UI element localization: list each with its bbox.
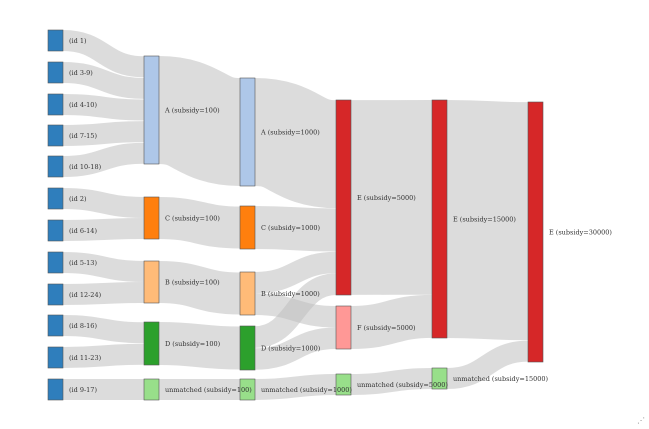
node-B1000[interactable]: [239, 271, 256, 316]
link-id3-to-A100[interactable]: [62, 62, 145, 99]
node-label-id12: (id 12-24): [69, 291, 102, 299]
link-id4-to-A100[interactable]: [62, 94, 145, 121]
node-B100[interactable]: [143, 260, 160, 304]
link-A1000-to-E5000[interactable]: [252, 78, 339, 209]
link-B1000-to-E5000[interactable]: [254, 251, 337, 294]
link-C1000-to-E5000[interactable]: [254, 206, 337, 252]
link-D100-to-D1000[interactable]: [158, 322, 241, 370]
node-D100[interactable]: [143, 321, 160, 366]
link-id10-to-A100[interactable]: [62, 142, 145, 177]
link-U15000-to-E30000[interactable]: [446, 340, 529, 389]
node-label-D1000: D (subsidy=1000): [261, 345, 321, 353]
node-label-C1000: C (subsidy=1000): [261, 224, 320, 232]
node-label-id10: (id 10-18): [69, 163, 102, 171]
node-U15000[interactable]: [431, 367, 448, 390]
node-id7[interactable]: [47, 124, 64, 147]
link-F5000-to-E15000[interactable]: [350, 294, 433, 349]
node-D1000[interactable]: [239, 325, 256, 371]
node-A1000[interactable]: [239, 77, 256, 187]
node-label-id5: (id 5-13): [69, 259, 97, 267]
node-E5000[interactable]: [335, 99, 352, 296]
link-id8-to-D100[interactable]: [62, 315, 145, 344]
node-label-id3: (id 3-9): [69, 69, 93, 77]
node-label-E15000: E (subsidy=15000): [453, 216, 516, 224]
node-label-id6: (id 6-14): [69, 227, 97, 235]
node-id12[interactable]: [47, 283, 64, 306]
resize-grip-icon[interactable]: ⋰: [637, 416, 645, 425]
node-C100[interactable]: [143, 196, 160, 240]
node-label-id11: (id 11-23): [69, 354, 102, 362]
node-id8[interactable]: [47, 314, 64, 337]
link-id1-to-A100[interactable]: [62, 30, 145, 78]
node-id9[interactable]: [47, 378, 64, 401]
node-label-id8: (id 8-16): [69, 322, 97, 330]
node-label-U15000: unmatched (subsidy=15000): [453, 375, 549, 383]
node-label-F5000: F (subsidy=5000): [357, 324, 416, 332]
node-id10[interactable]: [47, 155, 64, 178]
node-id3[interactable]: [47, 61, 64, 84]
sankey-links: [62, 30, 529, 401]
node-label-U5000: unmatched (subsidy=5000): [357, 381, 448, 389]
node-label-B1000: B (subsidy=1000): [261, 290, 320, 298]
link-D1000-to-F5000[interactable]: [254, 327, 337, 370]
node-label-E5000: E (subsidy=5000): [357, 194, 416, 202]
node-label-B100: B (subsidy=100): [165, 279, 220, 287]
node-F5000[interactable]: [335, 305, 352, 350]
node-U1000[interactable]: [239, 378, 256, 401]
node-id1[interactable]: [47, 29, 64, 52]
node-label-A100: A (subsidy=100): [164, 107, 220, 115]
link-E15000-to-E30000[interactable]: [446, 100, 529, 341]
sankey-labels: (id 1) (id 3-9) (id 4-10) (id 7-15) (id 10-1…: [69, 37, 612, 394]
node-id5[interactable]: [47, 251, 64, 274]
node-id6[interactable]: [47, 219, 64, 242]
node-id2[interactable]: [47, 187, 64, 210]
link-D1000-to-E5000[interactable]: [253, 273, 338, 348]
link-B100-to-B1000[interactable]: [158, 261, 241, 315]
link-id2-to-C100[interactable]: [62, 188, 145, 218]
node-label-E30000: E (subsidy=30000): [549, 229, 612, 237]
node-U5000[interactable]: [335, 373, 352, 396]
node-E30000[interactable]: [527, 101, 544, 363]
node-id4[interactable]: [47, 93, 64, 116]
link-A100-to-A1000[interactable]: [156, 56, 243, 186]
sankey-nodes: [47, 29, 544, 401]
node-label-id1: (id 1): [69, 37, 87, 45]
node-label-id7: (id 7-15): [69, 132, 97, 140]
node-C1000[interactable]: [239, 205, 256, 250]
link-id12-to-B100[interactable]: [62, 282, 145, 305]
node-label-id9: (id 9-17): [69, 386, 97, 394]
node-label-D100: D (subsidy=100): [165, 340, 221, 348]
node-label-A1000: A (subsidy=1000): [260, 129, 320, 137]
link-U1000-to-U5000[interactable]: [254, 374, 337, 400]
node-label-U100: unmatched (subsidy=100): [165, 386, 252, 394]
node-U100[interactable]: [143, 378, 160, 401]
link-id6-to-C100[interactable]: [62, 218, 145, 241]
link-id5-to-B100[interactable]: [62, 252, 145, 282]
node-id11[interactable]: [47, 346, 64, 369]
link-U5000-to-U15000[interactable]: [350, 368, 433, 395]
link-id7-to-A100[interactable]: [62, 121, 145, 146]
node-A100[interactable]: [143, 55, 160, 165]
node-label-id2: (id 2): [69, 195, 87, 203]
node-E15000[interactable]: [431, 99, 448, 339]
link-id11-to-D100[interactable]: [62, 343, 145, 368]
node-label-C100: C (subsidy=100): [165, 215, 220, 223]
link-C100-to-C1000[interactable]: [158, 197, 241, 249]
node-label-U1000: unmatched (subsidy=1000): [261, 386, 352, 394]
node-label-id4: (id 4-10): [69, 101, 97, 109]
